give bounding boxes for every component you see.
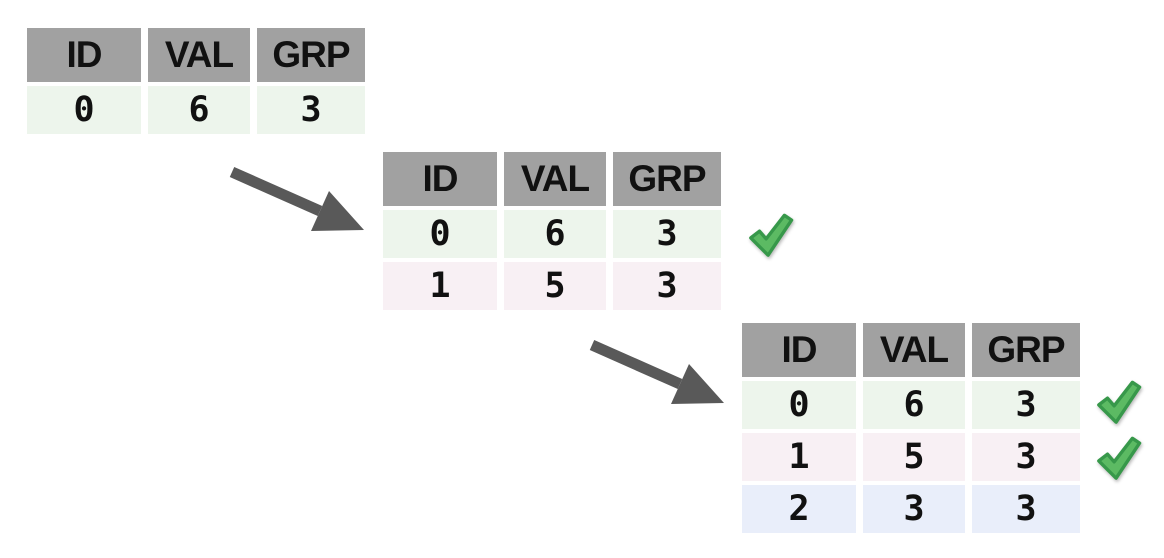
table-header-row: ID VAL GRP: [383, 152, 721, 206]
table-step-1: ID VAL GRP 0 6 3: [27, 28, 365, 138]
table-row: 1 5 3: [383, 262, 721, 310]
cell-id: 0: [383, 210, 497, 258]
column-header-id: ID: [383, 152, 497, 206]
table-row: 1 5 3: [742, 433, 1080, 481]
table-step-2: ID VAL GRP 0 6 3 1 5 3: [383, 152, 721, 314]
cell-grp: 3: [972, 485, 1080, 533]
cell-grp: 3: [613, 210, 721, 258]
table-row: 0 6 3: [27, 86, 365, 134]
table-row: 2 3 3: [742, 485, 1080, 533]
cell-grp: 3: [613, 262, 721, 310]
check-icon: [749, 213, 794, 257]
cell-val: 6: [504, 210, 606, 258]
cell-grp: 3: [257, 86, 365, 134]
cell-val: 5: [504, 262, 606, 310]
column-header-val: VAL: [504, 152, 606, 206]
cell-id: 0: [742, 381, 856, 429]
table-step-3: ID VAL GRP 0 6 3 1 5 3 2 3 3: [742, 323, 1080, 537]
cell-id: 0: [27, 86, 141, 134]
cell-id: 1: [383, 262, 497, 310]
arrow-icon: [589, 339, 724, 404]
column-header-id: ID: [27, 28, 141, 82]
cell-val: 3: [863, 485, 965, 533]
cell-val: 6: [863, 381, 965, 429]
cell-id: 2: [742, 485, 856, 533]
check-icon: [1097, 380, 1142, 424]
column-header-val: VAL: [863, 323, 965, 377]
check-icon: [1097, 436, 1142, 480]
column-header-grp: GRP: [613, 152, 721, 206]
column-header-grp: GRP: [972, 323, 1080, 377]
column-header-id: ID: [742, 323, 856, 377]
table-row: 0 6 3: [383, 210, 721, 258]
table-header-row: ID VAL GRP: [27, 28, 365, 82]
cell-val: 5: [863, 433, 965, 481]
cell-id: 1: [742, 433, 856, 481]
table-row: 0 6 3: [742, 381, 1080, 429]
column-header-grp: GRP: [257, 28, 365, 82]
column-header-val: VAL: [148, 28, 250, 82]
cell-grp: 3: [972, 381, 1080, 429]
arrow-icon: [229, 166, 364, 231]
table-header-row: ID VAL GRP: [742, 323, 1080, 377]
cell-grp: 3: [972, 433, 1080, 481]
cell-val: 6: [148, 86, 250, 134]
